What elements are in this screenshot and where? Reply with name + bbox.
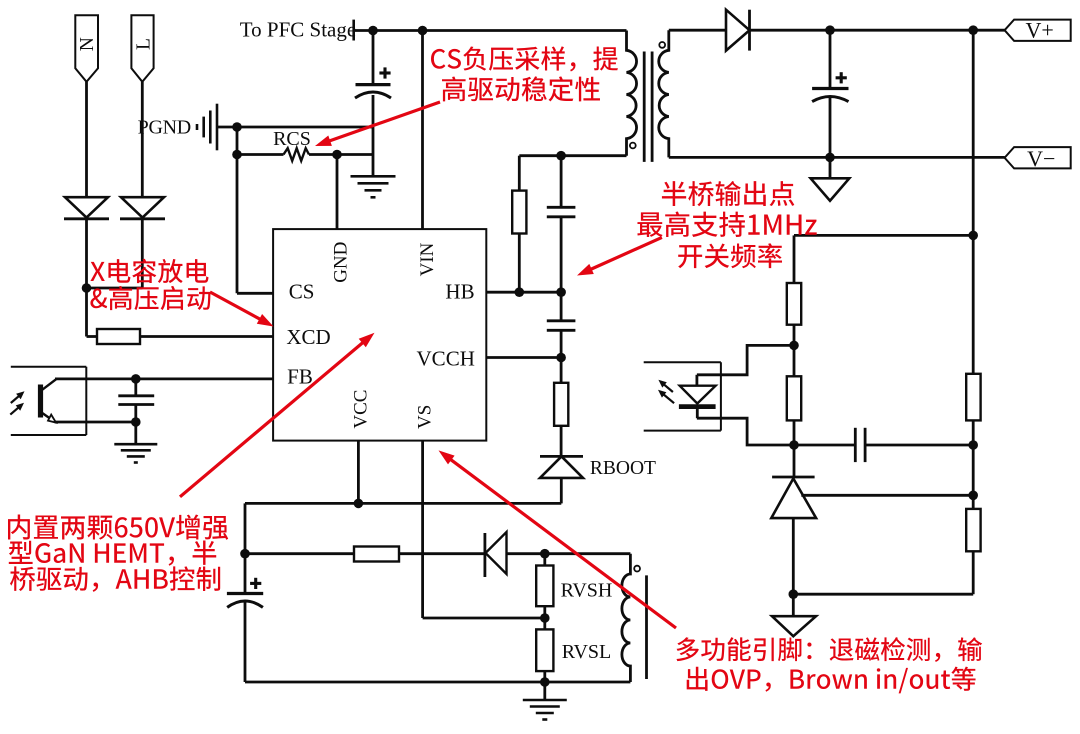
- svg-text:V+: V+: [1025, 18, 1053, 43]
- svg-text:To PFC Stage: To PFC Stage: [240, 18, 356, 42]
- svg-text:RBOOT: RBOOT: [590, 458, 656, 479]
- svg-text:VCC: VCC: [350, 390, 371, 429]
- svg-text:VIN: VIN: [417, 242, 438, 276]
- svg-text:FB: FB: [287, 365, 313, 389]
- svg-text:RCS: RCS: [273, 128, 311, 150]
- svg-text:N: N: [77, 37, 98, 51]
- svg-text:VCCH: VCCH: [417, 347, 475, 371]
- svg-text:L: L: [133, 38, 154, 50]
- svg-text:RVSH: RVSH: [561, 579, 613, 601]
- svg-text:HB: HB: [445, 280, 474, 304]
- svg-text:XCD: XCD: [286, 325, 330, 349]
- svg-text:VS: VS: [415, 405, 436, 429]
- svg-text:RVSL: RVSL: [562, 641, 612, 663]
- svg-text:CS: CS: [289, 280, 315, 304]
- svg-text:GND: GND: [330, 242, 351, 283]
- svg-text:PGND: PGND: [138, 117, 191, 139]
- svg-text:V−: V−: [1027, 146, 1055, 171]
